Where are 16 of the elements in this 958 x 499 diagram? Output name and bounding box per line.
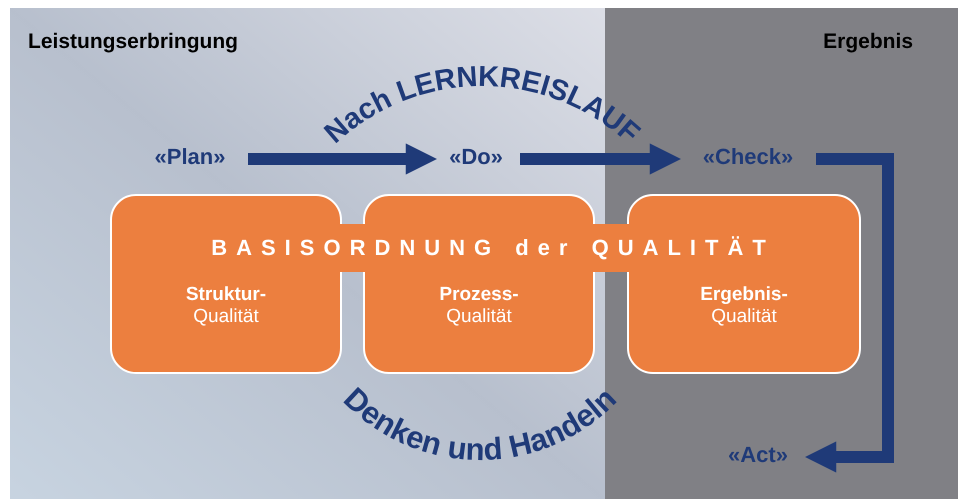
- section-heading: Ergebnis: [823, 30, 913, 54]
- arrow: [805, 153, 894, 473]
- box-heading: Prozess-: [438, 284, 520, 306]
- arrow: [520, 143, 681, 175]
- step-label: «Plan»: [140, 144, 240, 174]
- box-heading: Struktur-: [184, 284, 268, 306]
- step-label: «Do»: [440, 144, 512, 174]
- step-label: «Check»: [684, 144, 812, 174]
- box-heading: Ergebnis-: [699, 284, 789, 306]
- band-title: BASISORDNUNG der QUALITÄT: [211, 235, 775, 261]
- arrow: [248, 143, 437, 175]
- step-label: «Act»: [712, 442, 804, 472]
- section-heading: Leistungserbringung: [28, 30, 238, 54]
- box-text: Qualität: [192, 306, 260, 328]
- box-text: Qualität: [445, 306, 513, 328]
- box-text: Qualität: [710, 306, 778, 328]
